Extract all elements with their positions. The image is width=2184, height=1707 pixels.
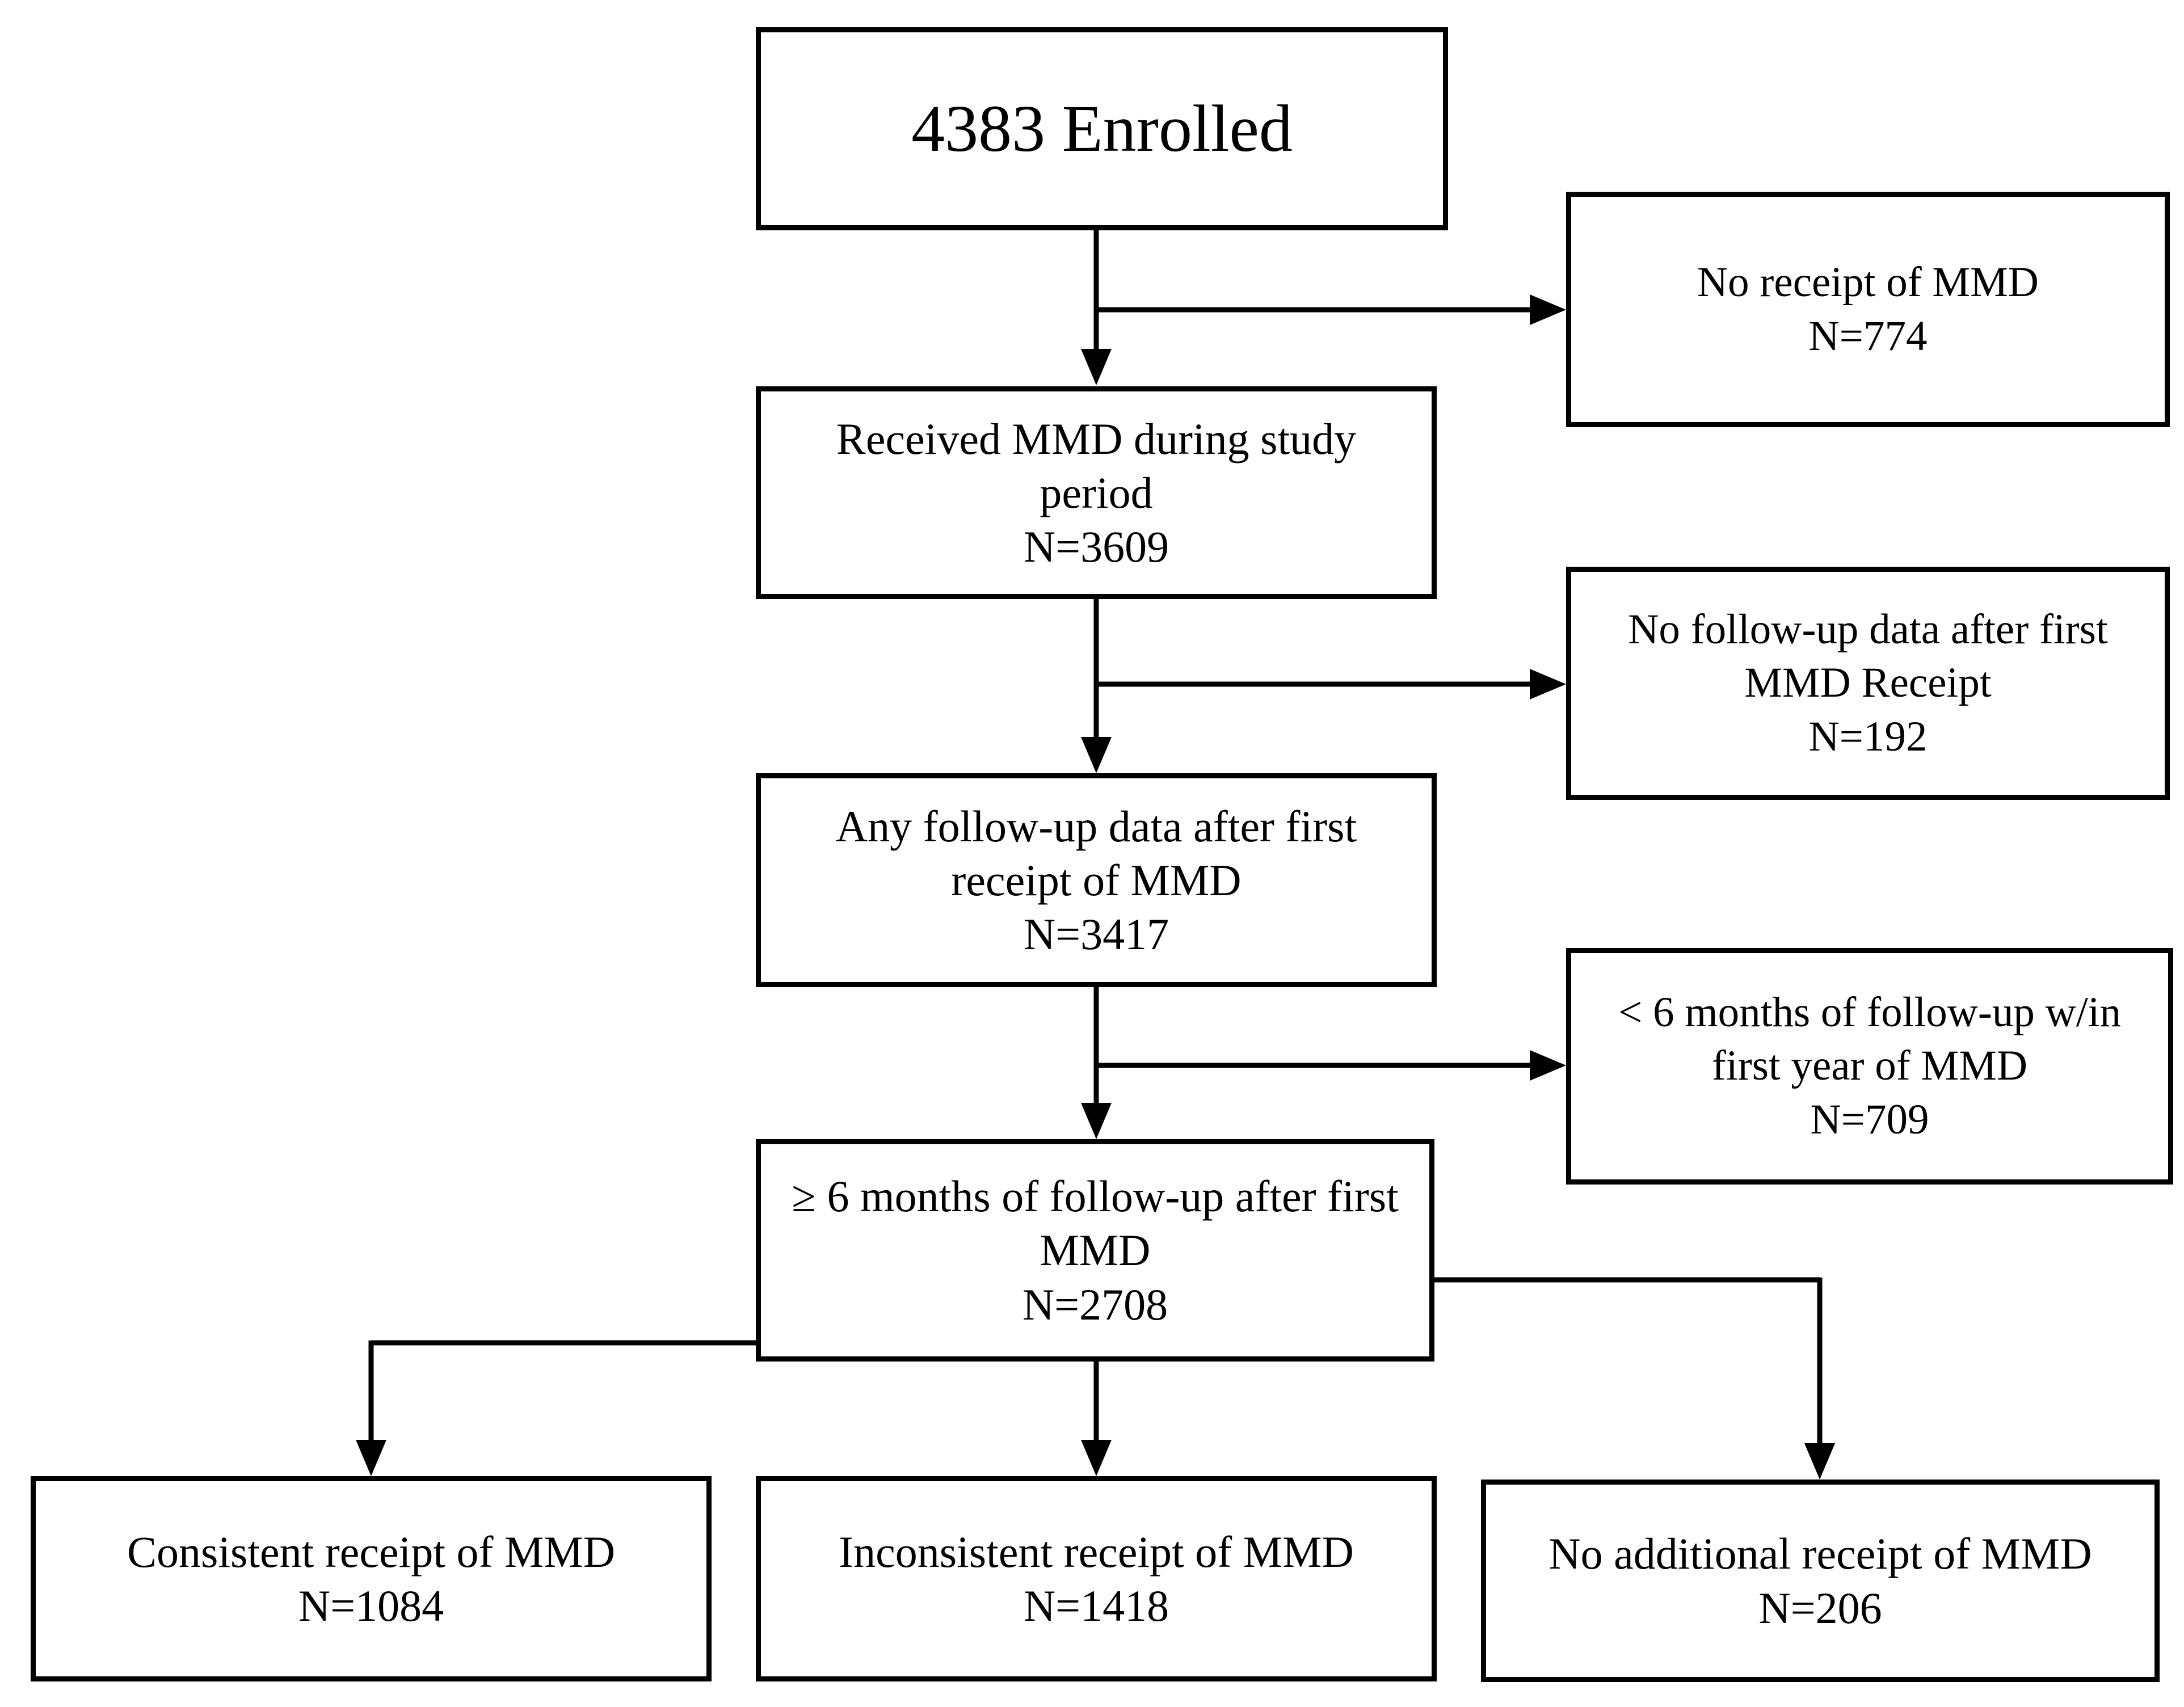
box-text-line: receipt of MMD bbox=[951, 855, 1242, 905]
box-n-value: N=2708 bbox=[1022, 1279, 1168, 1329]
arrowhead-into-anyfollowup-icon bbox=[1081, 737, 1112, 773]
box-text-line: Consistent receipt of MMD bbox=[127, 1527, 616, 1577]
box-text-line: MMD bbox=[1040, 1225, 1151, 1275]
box-n-value: N=3417 bbox=[1023, 909, 1169, 959]
box-text-line: Inconsistent receipt of MMD bbox=[839, 1527, 1354, 1577]
arrowhead-into-received-icon bbox=[1081, 349, 1112, 385]
arrowhead-into-no-additional-icon bbox=[1804, 1443, 1835, 1480]
arrowhead-into-consistent-icon bbox=[356, 1440, 386, 1476]
box-text-line: period bbox=[1040, 467, 1153, 517]
box-text-line: No additional receipt of MMD bbox=[1548, 1529, 2092, 1579]
box-n-value: N=1084 bbox=[298, 1581, 444, 1630]
box-no-receipt-mmd: No receipt of MMD N=774 bbox=[1566, 192, 2170, 427]
box-n-value: N=774 bbox=[1808, 312, 1928, 360]
box-text-line: < 6 months of follow-up w/in bbox=[1618, 988, 2121, 1036]
box-inconsistent-receipt: Inconsistent receipt of MMD N=1418 bbox=[756, 1476, 1437, 1681]
enrolled-label: 4383 Enrolled bbox=[911, 91, 1293, 166]
box-received-mmd: Received MMD during study period N=3609 bbox=[756, 386, 1437, 599]
box-text-line: Received MMD during study bbox=[836, 414, 1357, 463]
box-no-followup-data: No follow-up data after first MMD Receip… bbox=[1566, 567, 2170, 800]
arrowhead-into-no-followup-data-icon bbox=[1530, 669, 1566, 699]
box-text-line: Any follow-up data after first bbox=[835, 801, 1357, 851]
box-text-line: No follow-up data after first bbox=[1628, 605, 2108, 653]
arrowhead-into-inconsistent-icon bbox=[1081, 1440, 1112, 1476]
box-lt-6months-followup: < 6 months of follow-up w/in first year … bbox=[1566, 948, 2173, 1185]
box-consistent-receipt: Consistent receipt of MMD N=1084 bbox=[31, 1476, 712, 1681]
box-n-value: N=206 bbox=[1758, 1583, 1882, 1633]
box-enrolled: 4383 Enrolled bbox=[756, 27, 1448, 230]
box-n-value: N=192 bbox=[1808, 713, 1928, 760]
arrowhead-into-lt-6months-icon bbox=[1530, 1050, 1566, 1081]
arrowhead-into-6months-icon bbox=[1081, 1103, 1112, 1139]
box-no-additional-receipt: No additional receipt of MMD N=206 bbox=[1481, 1480, 2160, 1682]
box-text-line: first year of MMD bbox=[1711, 1042, 2028, 1090]
box-n-value: N=709 bbox=[1810, 1095, 1929, 1143]
box-n-value: N=1418 bbox=[1023, 1581, 1169, 1630]
box-any-followup: Any follow-up data after first receipt o… bbox=[756, 773, 1437, 987]
box-text-line: MMD Receipt bbox=[1744, 659, 1992, 707]
box-6months-followup: ≥ 6 months of follow-up after first MMD … bbox=[756, 1139, 1434, 1362]
arrowhead-into-no-receipt-icon bbox=[1530, 294, 1566, 325]
box-n-value: N=3609 bbox=[1023, 522, 1169, 572]
box-text-line: No receipt of MMD bbox=[1697, 259, 2039, 306]
box-text-line: ≥ 6 months of follow-up after first bbox=[792, 1171, 1399, 1221]
